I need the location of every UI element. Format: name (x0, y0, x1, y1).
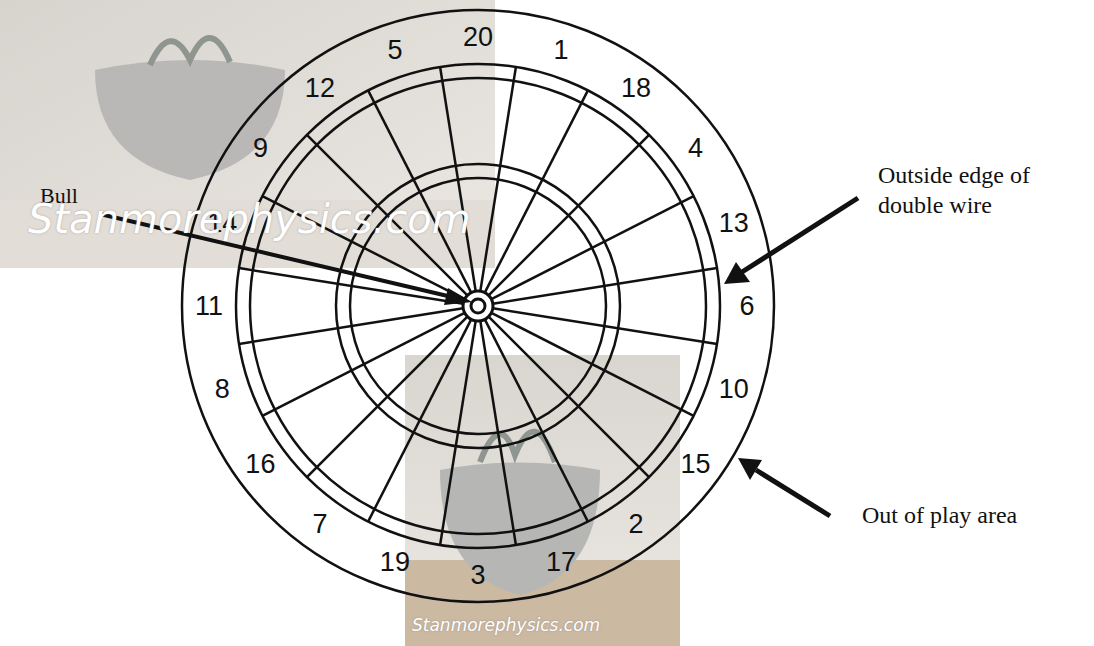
sector-number: 8 (215, 374, 230, 405)
sector-number: 1 (554, 35, 569, 66)
sector-number: 5 (387, 35, 402, 66)
sector-number: 13 (719, 207, 749, 238)
sector-number: 20 (463, 22, 493, 53)
sector-number: 3 (470, 560, 485, 591)
sector-number: 11 (195, 291, 223, 322)
sector-number: 15 (681, 449, 711, 480)
sector-wire (368, 90, 471, 292)
sector-wire (489, 135, 649, 296)
dartboard-rings (182, 10, 774, 602)
sector-wire (307, 317, 468, 478)
sector-number: 4 (688, 132, 703, 163)
sector-wire (491, 313, 693, 416)
sector-number: 16 (245, 449, 275, 480)
sector-wire (491, 196, 693, 299)
callout-arrows (100, 198, 858, 516)
callout-label: Out of play area (862, 500, 1017, 530)
sector-number: 17 (546, 546, 576, 577)
sector-number: 6 (739, 291, 754, 322)
sector-number: 7 (312, 508, 327, 539)
sector-number: 10 (719, 374, 749, 405)
sector-wire (440, 321, 476, 545)
sector-wire (480, 321, 516, 545)
sector-wire (368, 319, 471, 521)
watermark: Stanmorephysics.com (412, 615, 600, 635)
sector-wire (493, 308, 717, 344)
sector-wire (440, 67, 476, 291)
sector-wire (485, 90, 588, 292)
sector-wire (262, 313, 464, 416)
sector-number: 9 (253, 132, 268, 163)
watermark: Stanmorephysics.com (28, 196, 471, 242)
callout-label: Outside edge of double wire (878, 160, 1078, 220)
sector-number: 12 (305, 73, 335, 104)
sector-wire (493, 268, 717, 304)
sector-number: 18 (621, 73, 651, 104)
sector-wire (485, 319, 588, 521)
sector-wire (239, 308, 463, 344)
sector-wires (239, 67, 717, 545)
sector-wire (480, 67, 516, 291)
sector-wire (489, 317, 649, 478)
sector-number: 19 (380, 546, 410, 577)
sector-number: 2 (629, 508, 644, 539)
